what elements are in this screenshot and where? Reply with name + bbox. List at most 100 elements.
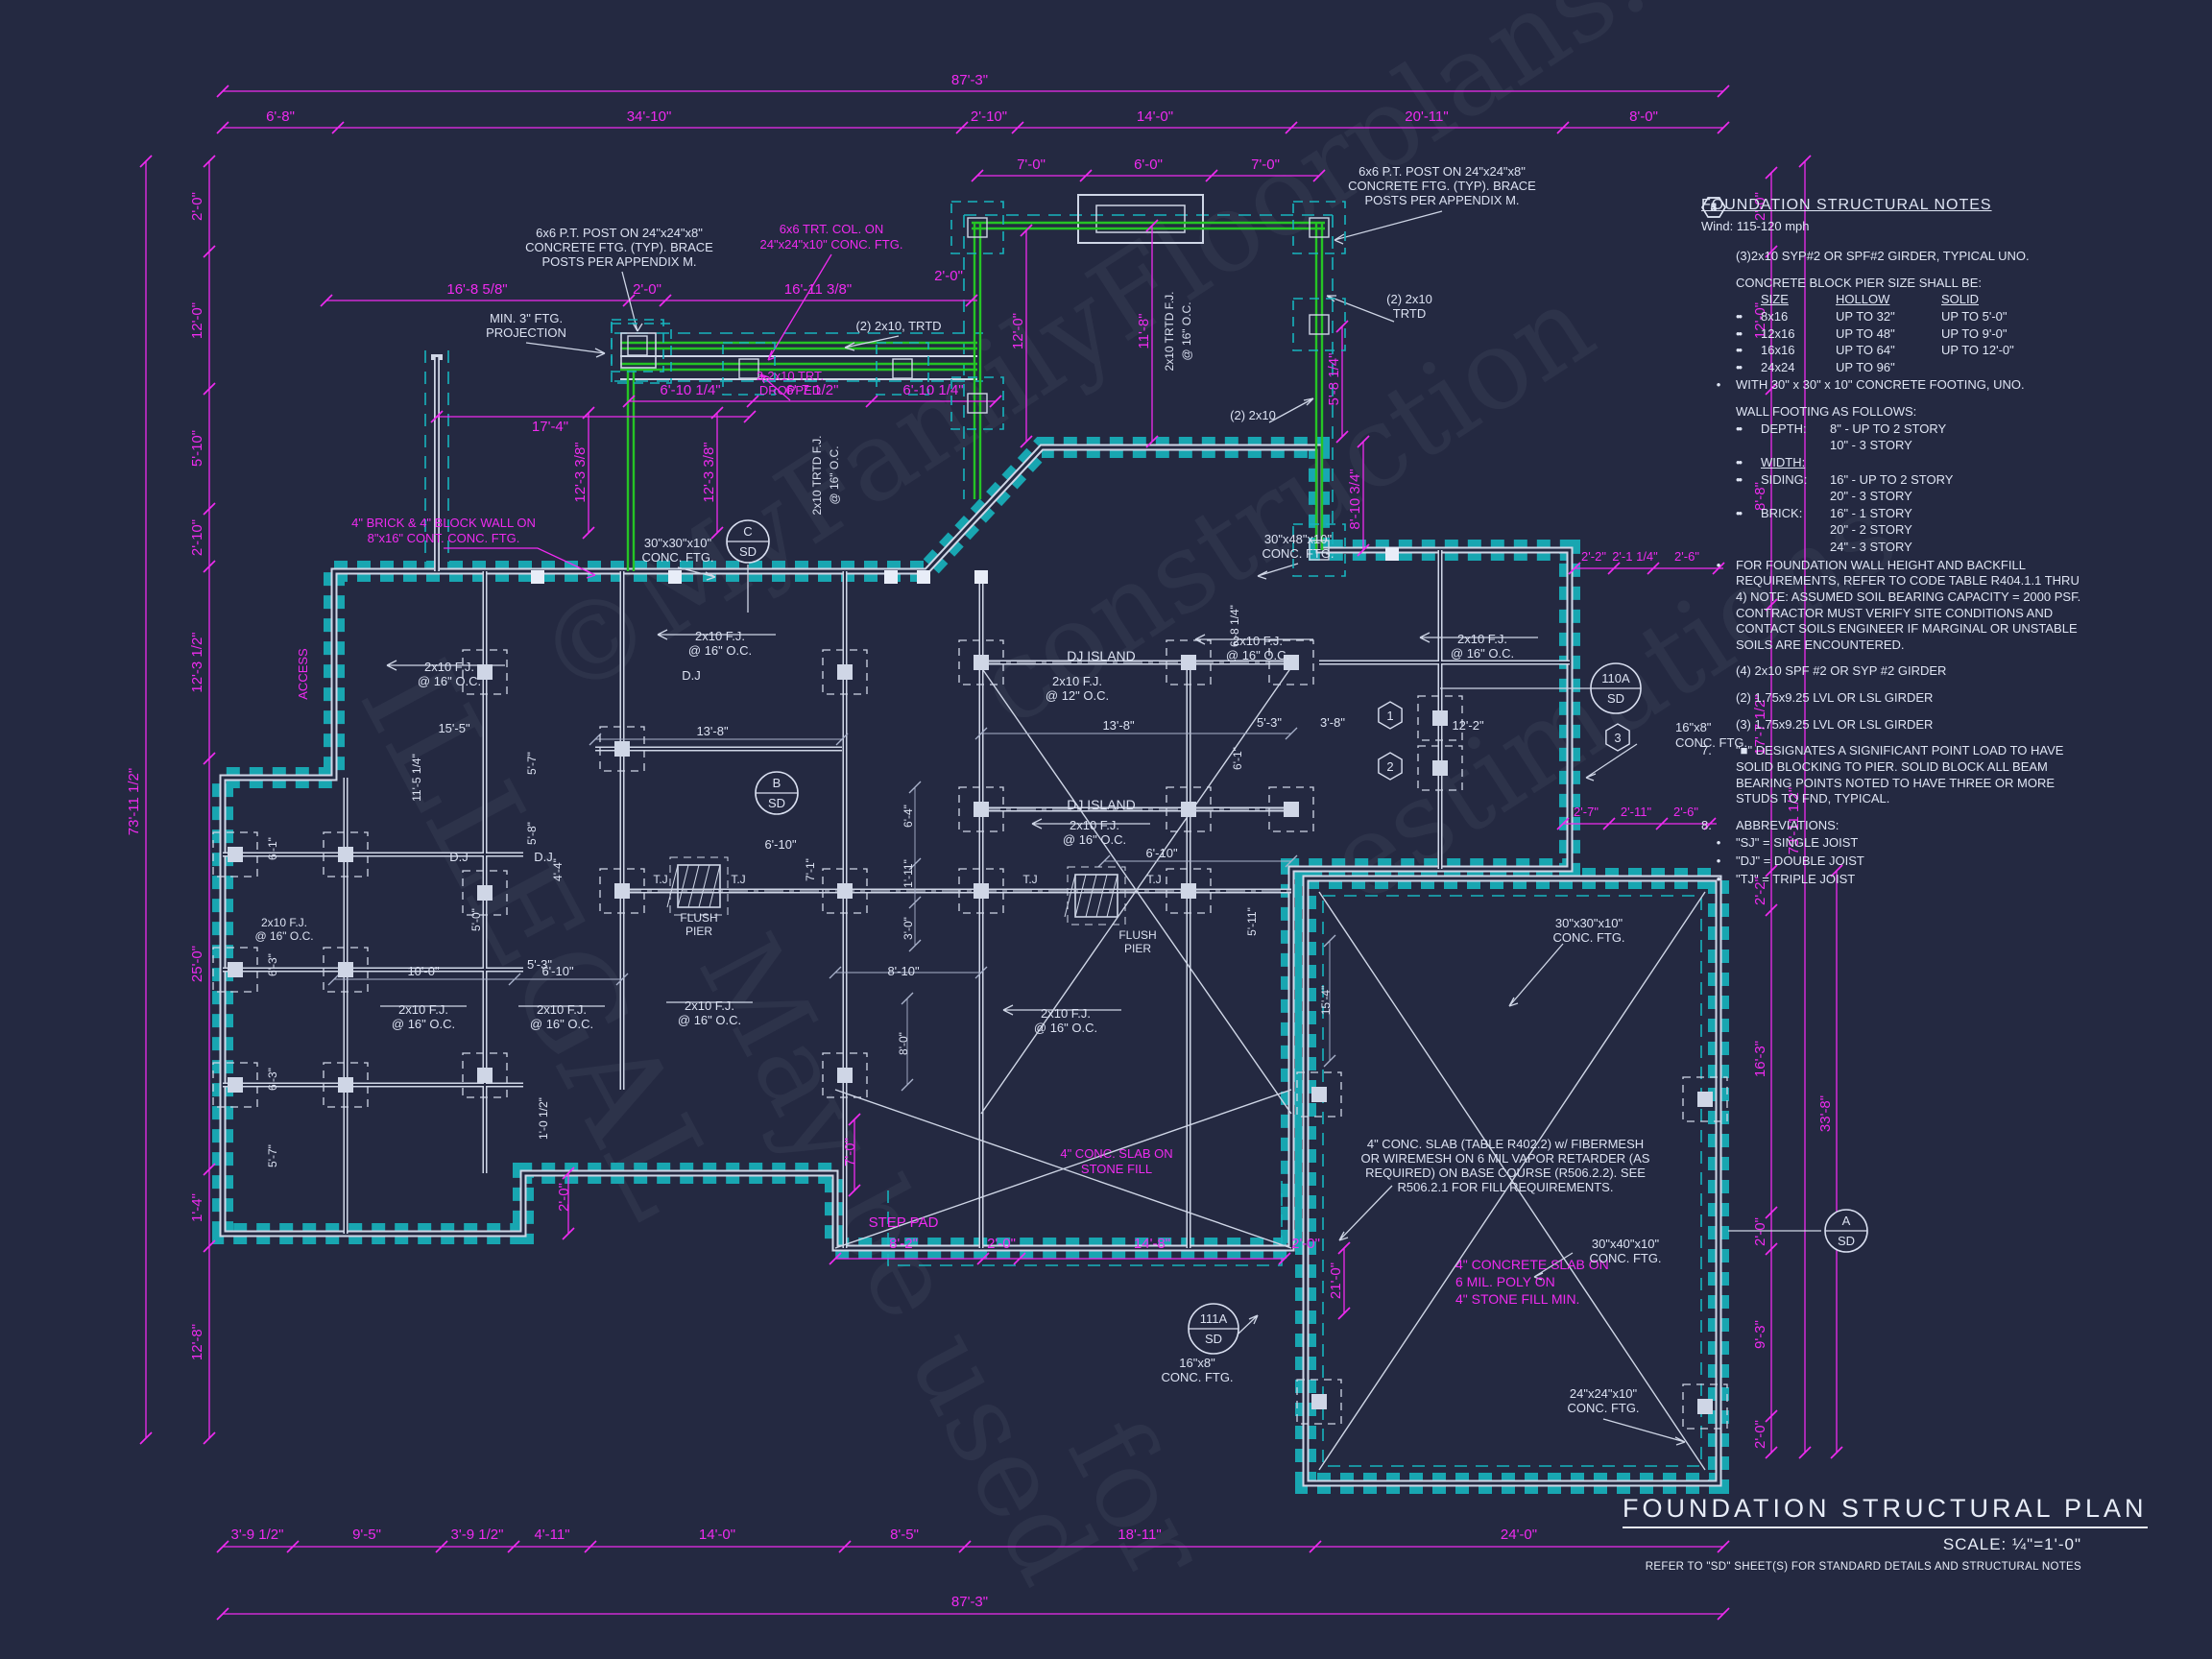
plan-label: 6'-8 1/4" xyxy=(1228,605,1241,647)
dimension-tick xyxy=(1830,1446,1843,1459)
dimension-tick xyxy=(1285,121,1298,134)
plan-label: DJ ISLAND xyxy=(1067,648,1136,663)
dimension-tick xyxy=(848,1184,861,1197)
plan-label: 6'-10 1/4" xyxy=(902,382,963,398)
dimension-tick xyxy=(216,1607,229,1621)
hex-marker-number: 3 xyxy=(1614,731,1621,745)
plan-label: 8'-0" xyxy=(897,1032,910,1055)
dimension-tick xyxy=(203,1239,216,1253)
hex-number-icon: 5 xyxy=(1701,197,1736,707)
double-bullet-icon: •• xyxy=(1736,308,1743,324)
pier-footing xyxy=(1682,1076,1728,1122)
double-bullet-icon: •• xyxy=(1736,421,1743,436)
dimension-tick xyxy=(1097,854,1111,868)
hex-marker xyxy=(1378,701,1403,730)
hex-marker-number: 1 xyxy=(1386,709,1393,723)
plan-label: 30"x40"x10" xyxy=(1592,1237,1660,1251)
detail-marker-bottom: SD xyxy=(768,796,785,810)
svg-text:4: 4 xyxy=(1711,201,1718,214)
pier xyxy=(1181,883,1196,899)
dimension-tick xyxy=(1765,1242,1778,1256)
plan-label: 17'-7 1/2" xyxy=(1752,694,1768,755)
note-item: 1(3)2x10 SYP#2 OR SPF#2 GIRDER, TYPICAL … xyxy=(1701,197,2085,265)
plan-label: @ 16" O.C. xyxy=(1451,646,1514,661)
plan-label: 12'-3 3/8" xyxy=(572,442,589,502)
plan-label: @ 16" O.C. xyxy=(688,643,752,658)
plan-label: 12'-0" xyxy=(189,302,205,339)
pier-footing xyxy=(462,649,508,695)
pier xyxy=(1697,1092,1713,1107)
note-text: WALL FOOTING AS FOLLOWS: xyxy=(1736,404,1917,420)
plan-label: ACCESS xyxy=(296,648,310,700)
dimension-tick xyxy=(901,992,914,1005)
pier-footing xyxy=(599,726,645,772)
note-sub-value: 16" - UP TO 2 STORY xyxy=(1830,471,1954,487)
dimension-tick xyxy=(139,155,153,168)
dimension-tick xyxy=(1798,1446,1812,1459)
plan-label: 2x10 F.J. xyxy=(537,1002,587,1017)
table-cell: 8x16 xyxy=(1761,308,1789,324)
plan-label: 2'-0" xyxy=(934,268,963,284)
note-sub-label xyxy=(1761,438,1830,454)
plan-label: DJ ISLAND xyxy=(1067,797,1136,812)
plan-label: 2'-0" xyxy=(633,281,661,298)
dimension-tick xyxy=(1765,1409,1778,1423)
pier-footing xyxy=(1166,868,1212,914)
dimension-tick xyxy=(1145,219,1159,232)
plan-label: 4" STONE FILL MIN. xyxy=(1455,1291,1579,1307)
pier xyxy=(974,802,989,817)
double-bullet-icon xyxy=(1736,489,1761,505)
plan-label: 13'-8" xyxy=(1102,718,1135,733)
pier-footing xyxy=(323,947,369,993)
plan-label: CONCRETE FTG. (TYP). BRACE xyxy=(1348,179,1536,193)
dimension-tick xyxy=(1285,727,1298,740)
detail-marker-bottom: SD xyxy=(1838,1234,1855,1248)
dimension-tick xyxy=(584,1540,597,1553)
plan-label: 24"x24"x10" xyxy=(1570,1386,1638,1401)
note-bullet-item: •FOR FOUNDATION WALL HEIGHT AND BACKFILL… xyxy=(1701,558,2085,654)
dimension-tick xyxy=(1602,817,1616,830)
plan-label: 7'-0" xyxy=(1251,156,1280,173)
double-bullet-icon: •• xyxy=(1736,359,1743,374)
flush-pier xyxy=(677,864,721,908)
note-text: (2) 1.75x9.25 LVL OR LSL GIRDER xyxy=(1736,690,1934,706)
note-number: 7. xyxy=(1701,743,1712,758)
plan-label: PIER xyxy=(685,925,712,938)
note-item: 6(3) 1.75x9.25 LVL OR LSL GIRDER xyxy=(1701,197,2085,733)
dimension-tick xyxy=(1278,1252,1291,1265)
table-cell xyxy=(1941,360,2085,376)
dimension-tick xyxy=(908,781,922,794)
detail-marker-top: C xyxy=(743,524,752,539)
dimension-tick xyxy=(1335,320,1349,333)
plan-label: 73'-11 1/2" xyxy=(126,768,142,835)
pier-footing xyxy=(1296,1071,1342,1118)
plan-label: 2x10 F.J. xyxy=(1457,632,1507,646)
annotation-text-layer: 87'-3"6'-8"34'-10"2'-10"14'-0"20'-11"8'-… xyxy=(126,72,1834,1610)
plan-label: 2x10 F.J. xyxy=(261,916,307,929)
table-cell: 16x16 xyxy=(1761,343,1795,358)
pier-footing xyxy=(462,870,508,916)
table-cell: 12x16 xyxy=(1761,325,1795,341)
post-footing xyxy=(1292,201,1346,254)
table-cell: HOLLOW xyxy=(1836,292,1890,307)
plan-label: 6'-0" xyxy=(1134,156,1163,173)
flush-pier-hatch xyxy=(687,864,700,908)
plan-label: 2'-1 1/4" xyxy=(1612,549,1658,564)
dimension-tick xyxy=(958,1540,972,1553)
plan-label: CONC. FTG. xyxy=(1161,1370,1233,1384)
plan-label: 2'-0" xyxy=(1752,1420,1768,1449)
pier xyxy=(614,741,630,757)
plan-label: 2'-0" xyxy=(189,192,205,221)
plan-label: 11'-8" xyxy=(1136,313,1152,349)
dimension-tick xyxy=(848,1113,861,1126)
plan-label: 7'-0" xyxy=(1017,156,1046,173)
plan-label: 16'-3" xyxy=(1752,1041,1768,1077)
cyan-dashed-lines xyxy=(424,214,1702,1467)
dimension-tick xyxy=(1830,864,1843,878)
